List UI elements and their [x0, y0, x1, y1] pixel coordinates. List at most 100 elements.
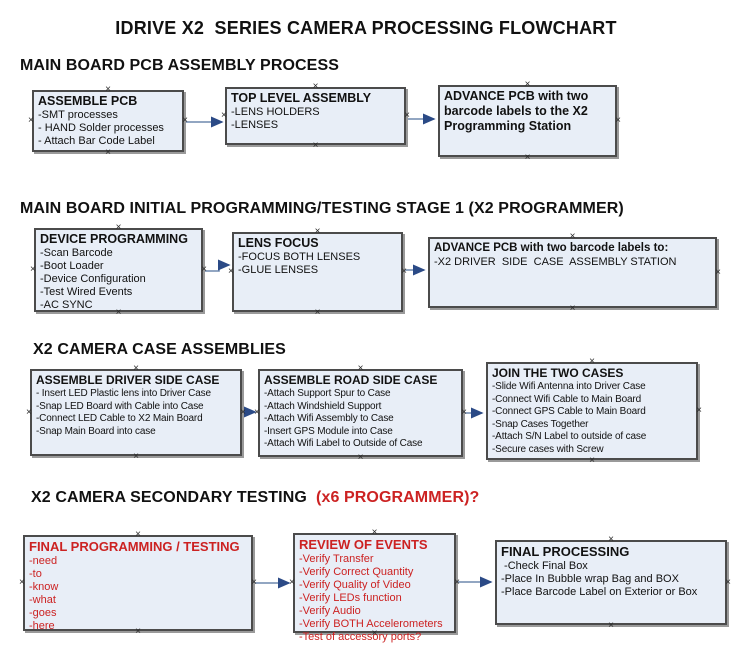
connection-point-right: ×	[404, 110, 410, 121]
box-line: -Attach S/N Label to outside of case	[492, 431, 647, 442]
box-line: -Place Barcode Label on Exterior or Box	[501, 586, 698, 598]
box-line: -need	[29, 555, 58, 567]
connection-point-bottom: ×	[105, 147, 111, 158]
box-line: -Attach Support Spur to Case	[264, 388, 391, 399]
box-line: -LENS HOLDERS	[231, 106, 320, 118]
connection-point-bottom: ×	[312, 140, 319, 151]
box-line: -Boot Loader	[40, 260, 104, 272]
box-title: ASSEMBLE PCB	[38, 94, 138, 108]
connector-arrow	[205, 259, 231, 272]
flow-box-advance-pcb-driver-side: × × × ADVANCE PCB with two barcode label…	[428, 232, 721, 314]
flow-box-review-of-events: × × × × REVIEW OF EVENTS -Verify Transfe…	[289, 528, 460, 644]
box-title: ADVANCE PCB with two barcode labels to:	[434, 242, 669, 254]
connection-point-right: ×	[401, 266, 407, 277]
connection-point-left: ×	[289, 577, 295, 588]
box-line: -Insert GPS Module into Case	[264, 425, 393, 437]
box-line: -LENSES	[231, 119, 279, 131]
flow-box-assemble-driver-side-case: × × × × ASSEMBLE DRIVER SIDE CASE - Inse…	[26, 364, 246, 462]
box-line: -Connect LED Cable to X2 Main Board	[36, 413, 203, 424]
connection-point-top: ×	[371, 527, 378, 538]
page-title: IDRIVE X2 SERIES CAMERA PROCESSING FLOWC…	[115, 18, 617, 38]
connection-point-top: ×	[314, 226, 321, 237]
box-line: -know	[29, 581, 59, 593]
box-title: JOIN THE TWO CASES	[492, 366, 624, 380]
connection-point-left: ×	[19, 577, 25, 588]
section-heading-secondary-testing: X2 CAMERA SECONDARY TESTING (x6 PROGRAMM…	[31, 489, 479, 507]
box-title: TOP LEVEL ASSEMBLY	[231, 91, 372, 105]
box-line: - Insert LED Plastic lens into Driver Ca…	[36, 388, 211, 399]
flow-box-final-processing: × × × FINAL PROCESSING -Check Final Box …	[495, 535, 731, 631]
box-line: -to	[29, 568, 42, 580]
box-title: FINAL PROCESSING	[501, 544, 630, 559]
flow-box-join-the-two-cases: × × × JOIN THE TWO CASES -Slide Wifi Ant…	[486, 357, 702, 466]
box-line: -Snap Cases Together	[492, 418, 589, 430]
flow-box-final-programming-testing: × × × × FINAL PROGRAMMING / TESTING -nee…	[19, 530, 257, 637]
connection-point-top: ×	[135, 529, 141, 540]
box-line: -here	[29, 620, 55, 632]
box-line: -Attach Wifi Assembly to Case	[264, 413, 394, 424]
box-line: -Connect GPS Cable to Main Board	[492, 406, 646, 417]
flow-box-assemble-road-side-case: × × × × ASSEMBLE ROAD SIDE CASE -Attach …	[254, 364, 467, 463]
box-line: -Test Wired Events	[40, 286, 133, 298]
box-title: FINAL PROGRAMMING / TESTING	[29, 539, 240, 554]
box-line: -Verify LEDs function	[299, 592, 402, 604]
box-line: -Slide Wifi Antenna into Driver Case	[492, 381, 646, 392]
flow-box-device-programming: × × × × DEVICE PROGRAMMING -Scan Barcode…	[30, 223, 207, 318]
connection-point-bottom: ×	[524, 152, 531, 163]
connection-point-left: ×	[221, 110, 227, 121]
connection-point-right: ×	[615, 115, 621, 126]
box-line: -AC SYNC	[40, 299, 93, 311]
connection-point-bottom: ×	[608, 620, 614, 631]
connection-point-right: ×	[725, 576, 731, 588]
connection-point-top: ×	[312, 81, 319, 92]
box-title: ASSEMBLE DRIVER SIDE CASE	[36, 373, 220, 387]
connection-point-top: ×	[524, 79, 531, 90]
box-title: REVIEW OF EVENTS	[299, 537, 428, 552]
box-line: -Attach Wifi Label to Outside of Case	[264, 438, 423, 449]
connection-point-right: ×	[715, 266, 721, 278]
box-line: -GLUE LENSES	[238, 264, 319, 276]
connection-point-right: ×	[201, 264, 207, 275]
box-line: -Verify Quality of Video	[299, 579, 411, 591]
connection-point-top: ×	[608, 534, 614, 545]
flow-box-assemble-pcb: × × × × ASSEMBLE PCB -SMT processes - HA…	[28, 85, 188, 158]
connection-point-top: ×	[569, 231, 576, 242]
connection-point-bottom: ×	[357, 452, 364, 463]
heading-black-part: X2 CAMERA SECONDARY TESTING	[31, 489, 317, 506]
flow-box-top-level-assembly: × × × × TOP LEVEL ASSEMBLY -LENS HOLDERS…	[221, 82, 410, 151]
box-title: LENS FOCUS	[238, 236, 319, 250]
connection-point-right: ×	[240, 406, 246, 418]
connection-point-left: ×	[228, 266, 234, 277]
box-line: -Device Configuration	[40, 273, 146, 285]
connection-point-bottom: ×	[589, 455, 595, 466]
box-line: -Place In Bubble wrap Bag and BOX	[501, 573, 679, 585]
box-line: -Check Final Box	[501, 560, 588, 572]
heading-red-part: (x6 PROGRAMMER)?	[316, 489, 480, 506]
box-line: -goes	[29, 607, 57, 619]
connection-point-left: ×	[30, 264, 36, 275]
connection-point-right: ×	[696, 405, 702, 416]
connection-point-top: ×	[357, 363, 364, 374]
box-line: -FOCUS BOTH LENSES	[238, 251, 361, 263]
box-line: -what	[29, 594, 56, 606]
box-line: -Scan Barcode	[40, 247, 113, 259]
flow-box-advance-pcb-programming-station: × × × ADVANCE PCB with two barcode label…	[438, 80, 621, 163]
box-line: -Secure cases with Screw	[492, 443, 604, 455]
section-heading-initial-programming: MAIN BOARD INITIAL PROGRAMMING/TESTING S…	[20, 200, 624, 217]
box-line: - Attach Bar Code Label	[38, 135, 155, 147]
connection-point-right: ×	[182, 115, 188, 126]
box-title: ASSEMBLE ROAD SIDE CASE	[264, 373, 438, 387]
box-line: -Snap Main Board into case	[36, 425, 156, 437]
connection-point-left: ×	[26, 406, 32, 418]
box-line: -Test of accessory ports?	[299, 631, 422, 643]
box-line: -Verify Correct Quantity	[299, 566, 414, 578]
connection-point-top: ×	[589, 356, 595, 367]
box-title: DEVICE PROGRAMMING	[40, 232, 188, 246]
connection-point-top: ×	[115, 222, 122, 233]
section-heading-pcb-assembly: MAIN BOARD PCB ASSEMBLY PROCESS	[20, 57, 339, 74]
connection-point-top: ×	[133, 363, 139, 374]
box-line: -Verify BOTH Accelerometers	[299, 618, 443, 630]
connection-point-top: ×	[105, 84, 111, 95]
box-line: -SMT processes	[38, 109, 118, 121]
